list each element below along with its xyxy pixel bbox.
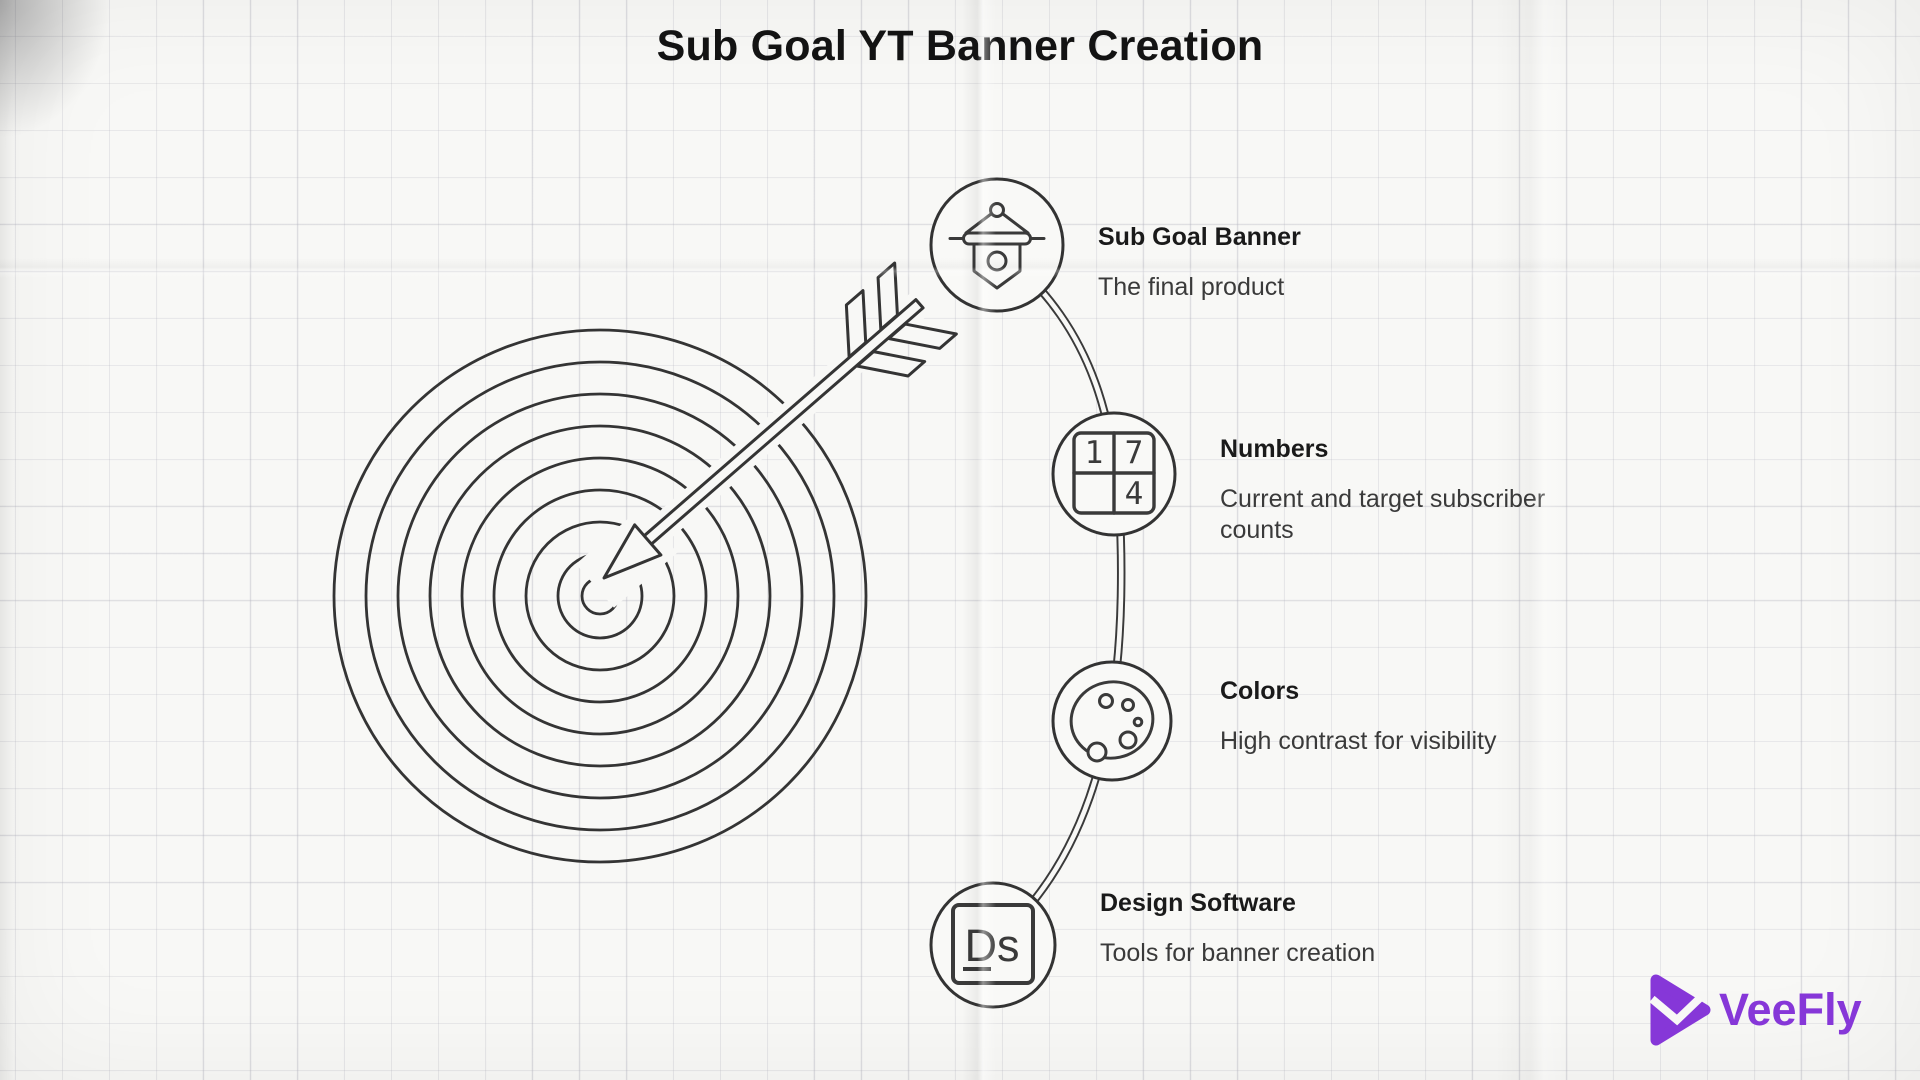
- target-illustration: [332, 261, 958, 864]
- step-title: Numbers: [1220, 435, 1329, 463]
- step-title: Sub Goal Banner: [1098, 223, 1301, 251]
- veefly-brand: VeeFly: [1650, 972, 1862, 1048]
- step-node-4: Ds: [929, 881, 1057, 1009]
- arrow-fletching: [844, 261, 958, 378]
- step-block-design-software: Design Software Tools for banner creatio…: [1100, 887, 1500, 969]
- step-description: Tools for banner creation: [1100, 939, 1376, 967]
- step-description: High contrast for visibility: [1220, 727, 1497, 755]
- step-description: The final product: [1098, 273, 1285, 301]
- step-title: Colors: [1220, 677, 1300, 705]
- page-title: Sub Goal YT Banner Creation: [656, 22, 1264, 70]
- step-node-3: [1051, 660, 1173, 782]
- arrow-icon: [575, 261, 958, 608]
- step-block-numbers: Numbers Current and target subscriber co…: [1220, 433, 1620, 546]
- connector-arc: [990, 245, 1126, 946]
- veefly-play-triangle-logo: [1650, 974, 1711, 1046]
- arrow-head: [602, 523, 663, 580]
- award-banner-icon: [948, 202, 1046, 290]
- number-grid-icon: [1072, 431, 1156, 515]
- step-node-1: [929, 177, 1065, 313]
- design-software-ds-label: Ds: [965, 920, 1020, 971]
- step-block-sub-goal-banner: Sub Goal Banner The final product: [1098, 221, 1498, 303]
- target-rings: [332, 328, 868, 864]
- icon-digit-7: 7: [1125, 435, 1144, 471]
- step-block-colors: Colors High contrast for visibility: [1220, 675, 1620, 757]
- palette-icon: [1069, 680, 1155, 763]
- step-title: Design Software: [1100, 889, 1296, 917]
- icon-digit-1: 1: [1085, 435, 1104, 471]
- step-node-2: 1 7 4: [1051, 411, 1177, 537]
- step-description: Current and target subscriber counts: [1220, 485, 1546, 544]
- veefly-wordmark: VeeFly: [1719, 984, 1862, 1035]
- design-software-icon: Ds: [951, 903, 1035, 985]
- icon-digit-4: 4: [1125, 476, 1144, 512]
